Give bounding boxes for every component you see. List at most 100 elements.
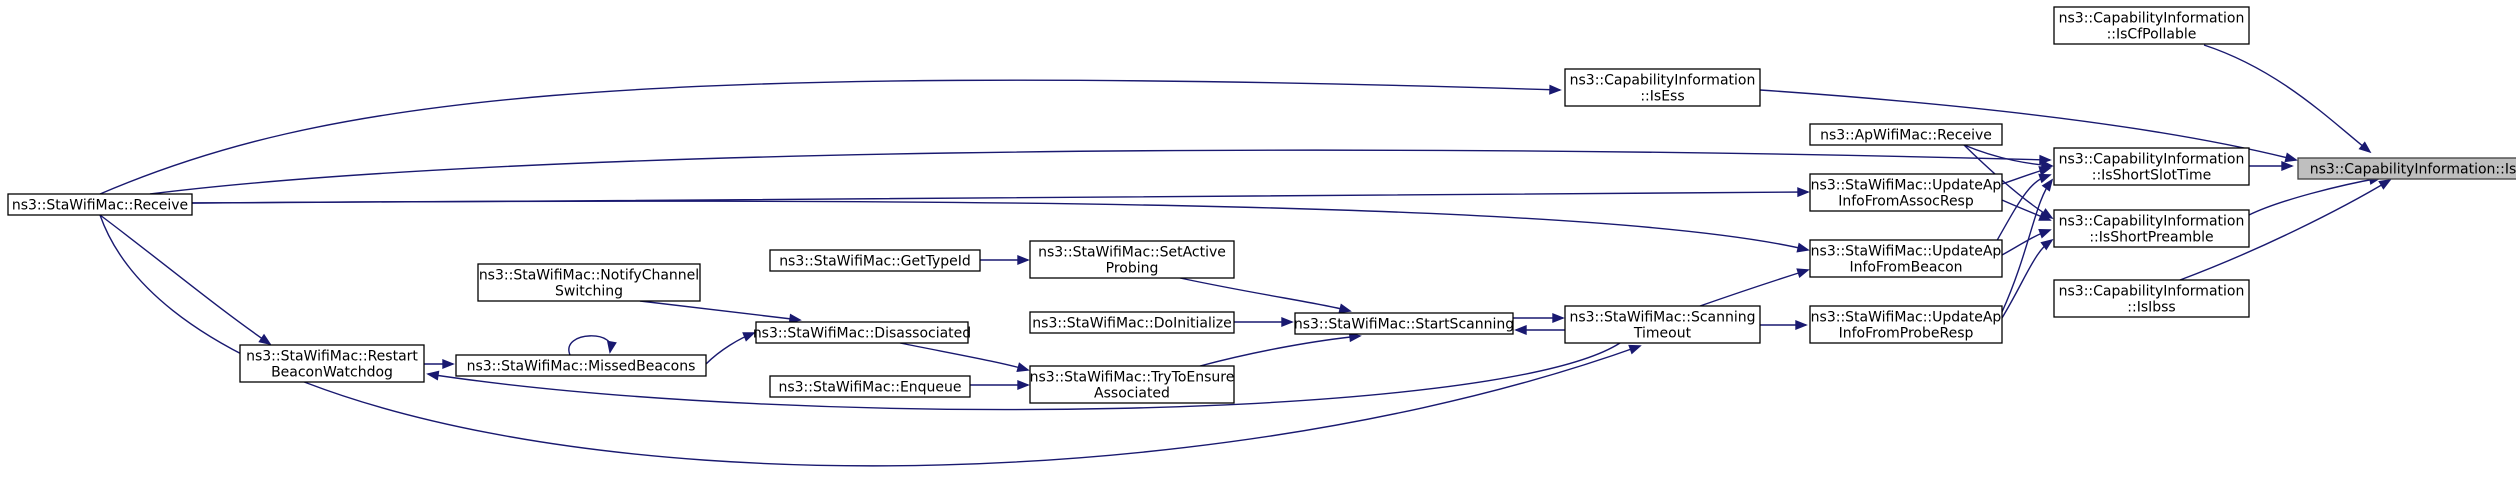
edge-arrowhead (258, 333, 272, 346)
edge-gettypeid-to-setactive (980, 254, 1030, 266)
node-enqueue[interactable]: ns3::StaWifiMac::Enqueue (769, 375, 971, 398)
node-box (769, 375, 971, 398)
node-updateassoc[interactable]: ns3::StaWifiMac::UpdateApInfoFromAssocRe… (1809, 173, 2003, 212)
node-label: ns3::StaWifiMac::UpdateAp (1811, 310, 2002, 326)
edge-line (2179, 179, 2391, 281)
node-gettypeid[interactable]: ns3::StaWifiMac::GetTypeId (769, 249, 981, 272)
edge-arrowhead (1281, 316, 1294, 328)
node-missedbeacons[interactable]: ns3::StaWifiMac::MissedBeacons (455, 354, 707, 377)
edge-line (149, 149, 2051, 195)
node-label: BeaconWatchdog (271, 365, 393, 381)
edge-scantimeout-to-restartbeacon (426, 342, 1621, 411)
edge-iscfpollable-to-cap_is (2203, 44, 2372, 154)
node-doinitialize[interactable]: ns3::StaWifiMac::DoInitialize (1029, 311, 1235, 334)
edges-layer (99, 44, 2392, 467)
node-label: ns3::CapabilityInformation (2059, 11, 2245, 27)
edge-stareceive-to-isess (99, 79, 1562, 195)
edge-line (639, 300, 801, 321)
node-box (1294, 312, 1514, 335)
edge-updateassoc-to-isshortpreamble (2001, 199, 2052, 221)
node-cap_is[interactable]: ns3::CapabilityInformation::Is (2297, 157, 2516, 180)
edge-line (2203, 44, 2371, 153)
node-box (769, 249, 981, 272)
node-apreceive[interactable]: ns3::ApWifiMac::Receive (1809, 123, 2003, 146)
node-label: ns3::StaWifiMac::MissedBeacons (467, 359, 696, 375)
node-isess[interactable]: ns3::CapabilityInformation::IsEss (1564, 68, 1761, 107)
edge-isibss-to-cap_is (2179, 179, 2392, 281)
edge-updatebeacon-to-isshortpreamble (2001, 229, 2052, 256)
edge-stareceive-to-restartbeacon (99, 214, 272, 346)
node-stareceive[interactable]: ns3::StaWifiMac::Receive (7, 193, 193, 216)
edge-arrowhead (1017, 254, 1030, 266)
edge-arrowhead (2039, 154, 2052, 165)
node-label: Associated (1094, 386, 1170, 402)
edge-arrowhead (2284, 152, 2298, 163)
edge-missedbeacons-to-missedbeacons (568, 335, 617, 356)
node-label: ns3::CapabilityInformation (2059, 214, 2245, 230)
node-label: ::IsIbss (2127, 300, 2175, 316)
edge-line (99, 214, 1641, 467)
edge-line (1963, 144, 2053, 167)
node-label: ns3::StaWifiMac::Receive (12, 198, 188, 214)
edge-missedbeacons-to-disassociated (705, 332, 756, 365)
edge-line (427, 342, 1621, 411)
edge-arrowhead (2040, 238, 2054, 251)
node-box (2053, 6, 2250, 45)
edge-stareceive-to-updateassoc (191, 187, 1810, 204)
node-disassociated[interactable]: ns3::StaWifiMac::Disassociated (753, 321, 971, 344)
node-label: Probing (1106, 261, 1159, 277)
edge-doinitialize-to-startscanning (1234, 316, 1294, 328)
node-label: ns3::CapabilityInformation (2059, 152, 2245, 168)
edge-updateprobe-to-isshortslottime (2001, 178, 2054, 313)
node-iscfpollable[interactable]: ns3::CapabilityInformation::IsCfPollable (2053, 6, 2250, 45)
edge-arrowhead (2038, 229, 2052, 239)
edge-isess-to-cap_is (1759, 89, 2298, 163)
node-label: ns3::StaWifiMac::Enqueue (778, 380, 961, 396)
edge-arrowhead (1552, 312, 1565, 324)
edge-scantimeout-to-startscanning (1514, 324, 1565, 336)
node-box (2297, 157, 2516, 180)
node-label: ::IsShortPreamble (2089, 230, 2213, 246)
node-isibss[interactable]: ns3::CapabilityInformation::IsIbss (2053, 279, 2250, 318)
node-isshortpreamble[interactable]: ns3::CapabilityInformation::IsShortPream… (2053, 209, 2250, 248)
node-label: InfoFromBeacon (1849, 260, 1962, 276)
node-label: ns3::StaWifiMac::Scanning (1569, 310, 1755, 326)
edge-line (568, 335, 612, 356)
edge-scantimeout-to-updatebeacon (1699, 268, 1810, 307)
node-isshortslottime[interactable]: ns3::CapabilityInformation::IsShortSlotT… (2053, 147, 2250, 186)
edge-updatebeacon-to-isshortslottime (1994, 173, 2052, 245)
node-box (1809, 173, 2003, 212)
node-label: ns3::StaWifiMac::TryToEnsure (1030, 370, 1235, 386)
edge-updateassoc-to-isshortslottime (2001, 166, 2052, 185)
edge-updateprobe-to-isshortpreamble (2001, 238, 2054, 319)
edge-stareceive-to-isshortslottime (149, 149, 2052, 195)
edge-line (1759, 89, 2297, 161)
edge-startscanning-to-scantimeout (1513, 312, 1565, 324)
node-label: ns3::StaWifiMac::Restart (246, 349, 418, 365)
node-box (1564, 305, 1761, 344)
edge-line (99, 214, 271, 345)
edge-arrowhead (1016, 362, 1030, 373)
node-box (1029, 311, 1235, 334)
node-box (7, 193, 193, 216)
node-label: ns3::StaWifiMac::NotifyChannel (479, 268, 699, 284)
node-updateprobe[interactable]: ns3::StaWifiMac::UpdateApInfoFromProbeRe… (1809, 305, 2003, 344)
edge-line (2001, 239, 2053, 319)
node-box (239, 344, 425, 383)
edge-isshortpreamble-to-cap_is (2248, 174, 2382, 216)
node-label: ns3::StaWifiMac::Disassociated (753, 326, 971, 342)
edge-arrowhead (442, 358, 455, 370)
edge-line (1699, 269, 1809, 307)
edge-arrowhead (2038, 166, 2052, 176)
node-label: Switching (555, 284, 623, 300)
node-startscanning[interactable]: ns3::StaWifiMac::StartScanning (1294, 312, 1514, 335)
node-label: ::IsCfPollable (2107, 27, 2197, 43)
node-box (477, 263, 701, 302)
